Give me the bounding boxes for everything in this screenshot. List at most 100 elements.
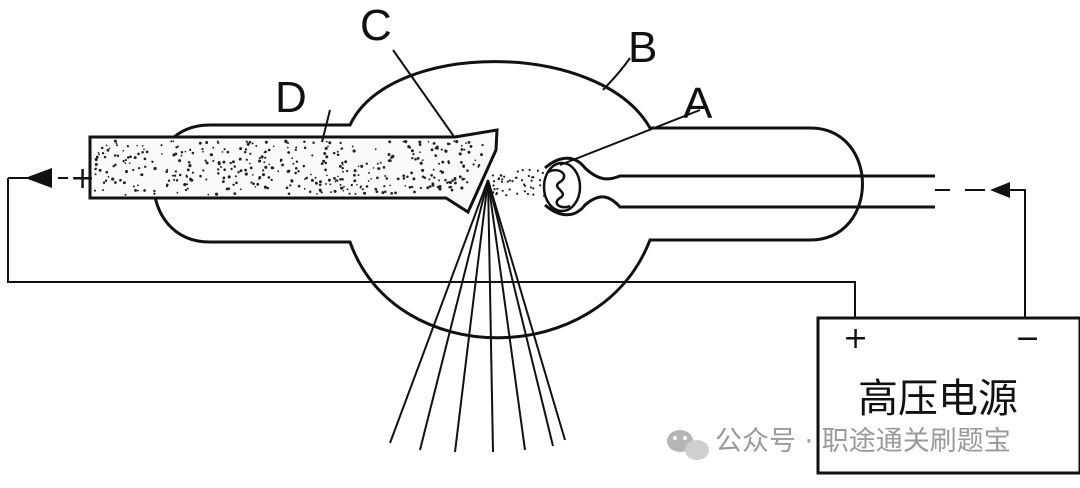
electron-dot: [523, 184, 527, 187]
stipple-dot: [246, 142, 250, 146]
stipple-dot: [212, 146, 215, 149]
electron-dot: [500, 180, 503, 183]
electron-dot: [515, 176, 518, 179]
stipple-dot: [239, 147, 243, 151]
stipple-dot: [287, 151, 291, 154]
stipple-dot: [97, 151, 100, 154]
right-arrow-icon: [990, 182, 1010, 198]
stipple-dot: [170, 140, 173, 143]
stipple-dot: [396, 177, 400, 181]
stipple-dot: [337, 175, 339, 178]
stipple-dot: [451, 189, 453, 192]
stipple-dot: [225, 187, 229, 191]
stipple-dot: [231, 160, 235, 164]
stipple-dot: [342, 189, 345, 192]
stipple-dot: [220, 166, 222, 168]
stipple-dot: [341, 163, 344, 166]
stipple-dot: [290, 179, 294, 183]
stipple-dot: [446, 142, 450, 146]
electron-dot: [508, 179, 511, 182]
stipple-dot: [185, 183, 189, 186]
glass-envelope: [152, 60, 864, 340]
watermark-text: 公众号 · 职途通关刷题宝: [715, 426, 1011, 457]
stipple-dot: [286, 146, 289, 149]
stipple-dot: [268, 163, 271, 166]
stipple-dot: [418, 140, 422, 144]
stipple-dot: [94, 168, 96, 171]
stipple-dot: [295, 146, 298, 149]
electron-dot: [539, 179, 542, 182]
stipple-dot: [441, 160, 445, 164]
stipple-dot: [209, 153, 213, 156]
stipple-dot: [419, 161, 423, 165]
stipple-dot: [175, 179, 179, 182]
stipple-dot: [353, 169, 357, 173]
stipple-dot: [176, 191, 179, 194]
stipple-dot: [316, 193, 318, 195]
stipple-dot: [186, 168, 190, 172]
stipple-dot: [402, 140, 405, 143]
stipple-dot: [255, 144, 258, 147]
stipple-dot: [205, 178, 208, 181]
stipple-dot: [94, 157, 98, 162]
stipple-dot: [453, 181, 457, 185]
stipple-dot: [143, 157, 147, 161]
stipple-dot: [436, 185, 439, 189]
stipple-dot: [294, 166, 298, 170]
stipple-dot: [261, 173, 266, 177]
stipple-dot: [376, 162, 379, 165]
stipple-dot: [412, 153, 415, 156]
stipple-dot: [467, 150, 471, 154]
stipple-dot: [262, 169, 265, 172]
stipple-dot: [287, 142, 289, 144]
stipple-dot: [372, 167, 375, 169]
stipple-dot: [460, 144, 463, 147]
stipple-dot: [365, 185, 369, 188]
stipple-dot: [183, 183, 187, 187]
stipple-dot: [222, 176, 226, 180]
stipple-dot: [419, 151, 421, 153]
stipple-dot: [176, 145, 179, 148]
stipple-dot: [365, 162, 368, 165]
cathode-filament: [542, 156, 935, 217]
stipple-dot: [252, 182, 255, 186]
stipple-dot: [232, 183, 235, 187]
stipple-dot: [291, 157, 293, 160]
stipple-dot: [428, 185, 432, 188]
stipple-dot: [137, 152, 140, 156]
stipple-dot: [106, 148, 110, 152]
stipple-dot: [382, 166, 386, 169]
stipple-dot: [258, 157, 261, 160]
stipple-dot: [325, 182, 327, 185]
stipple-dot: [237, 170, 240, 174]
stipple-dot: [387, 153, 391, 156]
stipple-dot: [260, 155, 264, 159]
stipple-dot: [184, 150, 187, 153]
stipple-dot: [416, 157, 420, 160]
stipple-dot: [339, 141, 342, 145]
stipple-dot: [113, 154, 117, 157]
electron-dot: [530, 179, 533, 182]
stipple-dot: [469, 144, 473, 148]
stipple-dot: [385, 177, 389, 180]
stipple-dot: [107, 176, 110, 178]
electron-dot: [499, 174, 502, 177]
stipple-dot: [357, 174, 360, 177]
stipple-dot: [205, 161, 209, 165]
stipple-dot: [449, 185, 453, 189]
electron-dot: [492, 180, 496, 183]
stipple-dot: [412, 177, 416, 181]
stipple-dot: [115, 142, 118, 145]
stipple-dot: [174, 170, 178, 173]
stipple-dot: [151, 160, 154, 163]
stipple-dot: [458, 175, 462, 179]
electron-dot: [501, 178, 504, 181]
stipple-dot: [188, 164, 192, 168]
stipple-dot: [215, 192, 219, 196]
stipple-dot: [172, 140, 175, 143]
stipple-dot: [104, 179, 108, 182]
stipple-dot: [466, 181, 469, 184]
stipple-dot: [339, 183, 342, 186]
stipple-dot: [305, 176, 309, 180]
stipple-dot: [160, 144, 163, 147]
